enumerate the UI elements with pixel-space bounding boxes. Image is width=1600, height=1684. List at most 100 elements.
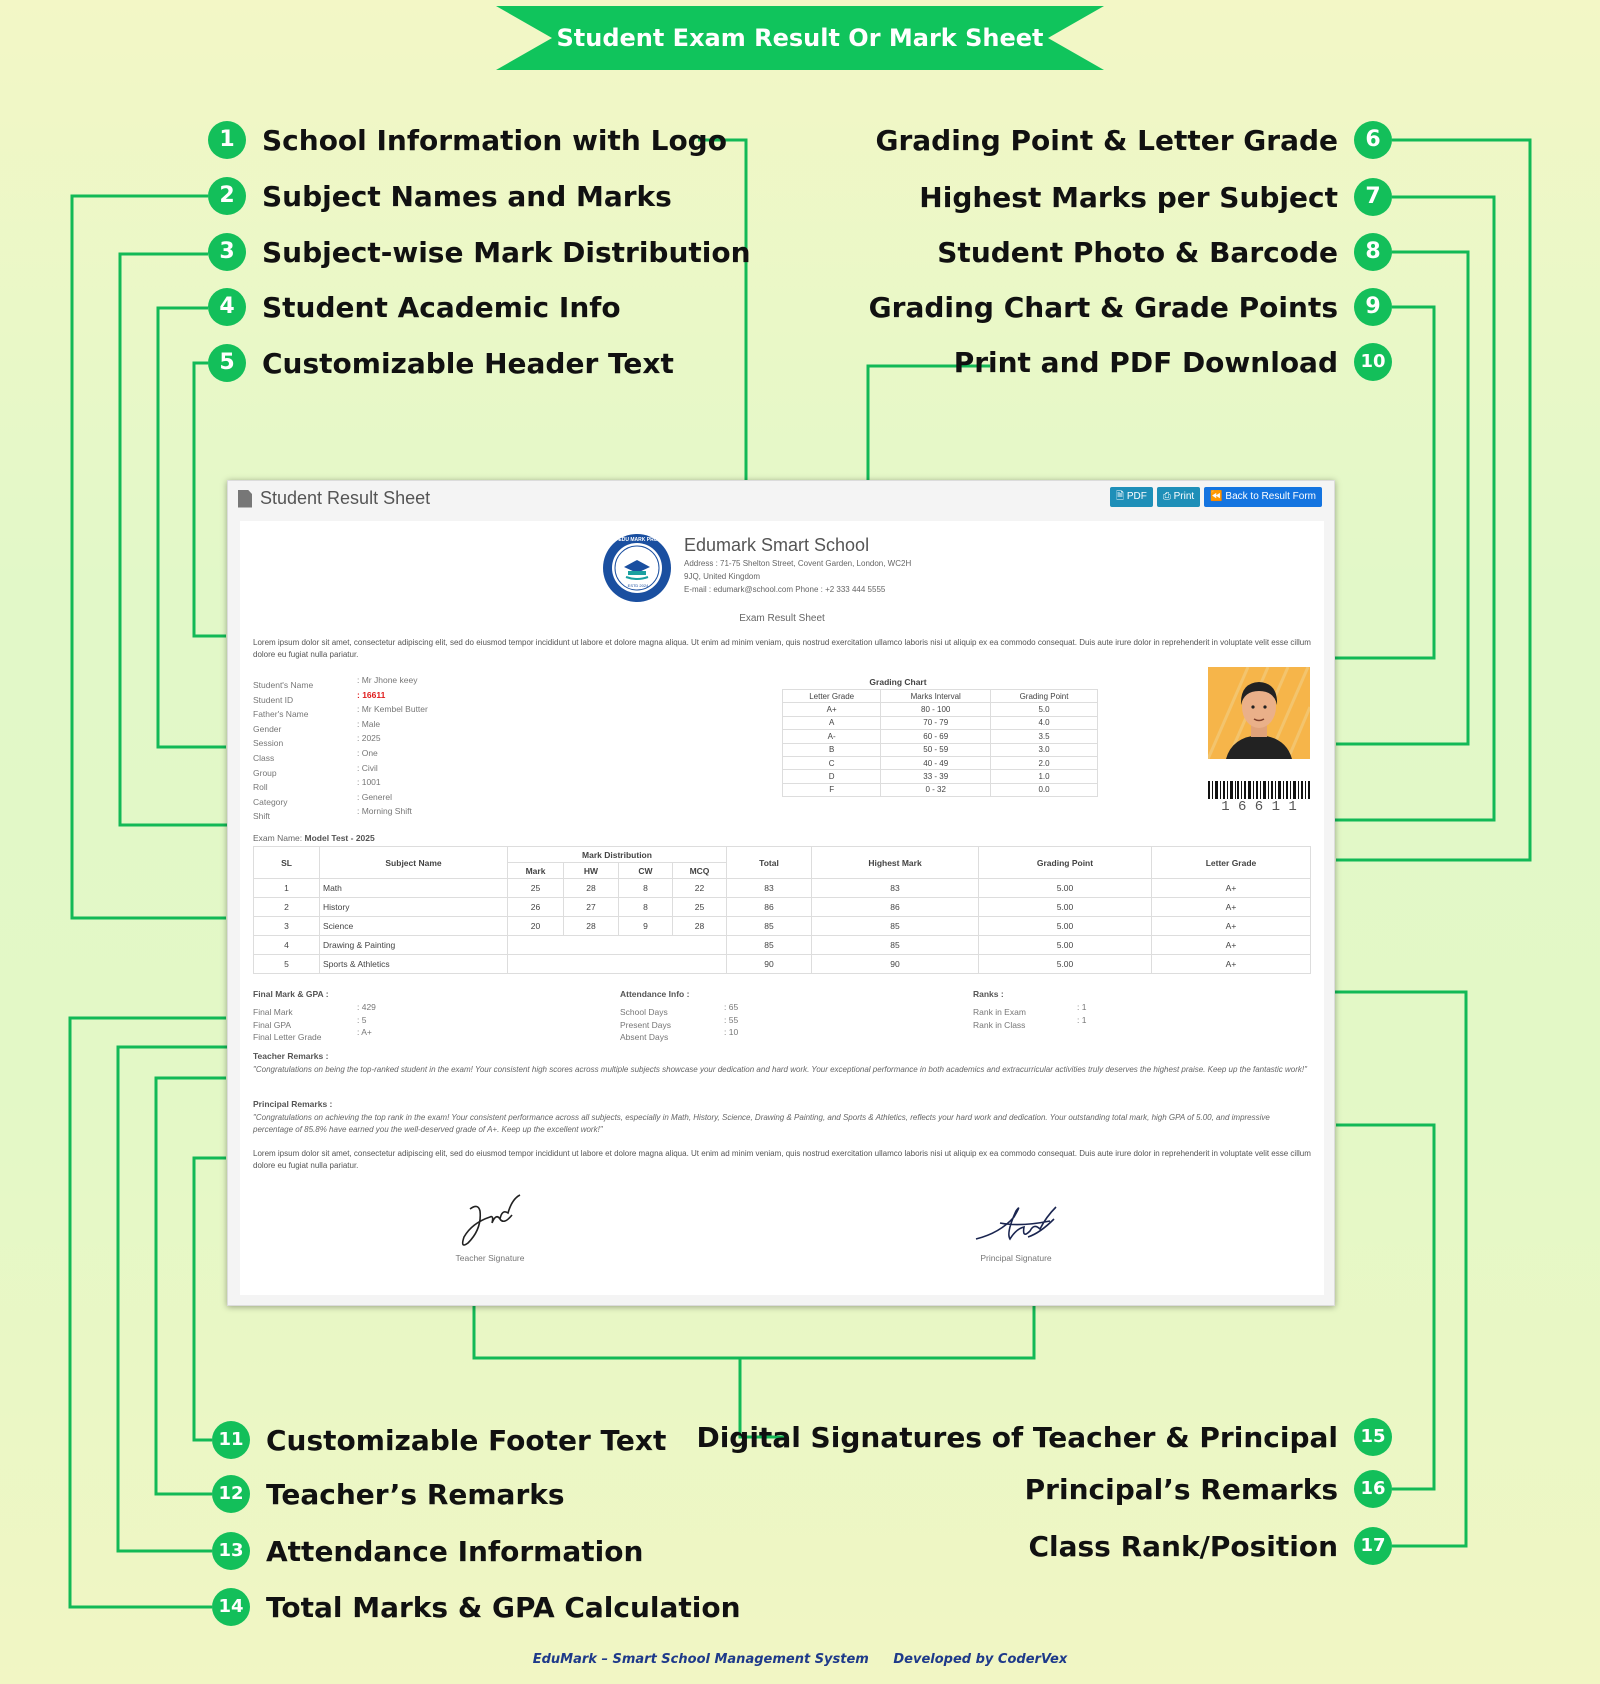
attendance-label: Absent Days <box>620 1032 669 1043</box>
info-label: Student ID <box>253 694 294 705</box>
info-value: : 2025 <box>357 733 381 744</box>
mcq-cell: 22 <box>672 878 727 898</box>
mark-subheader: Mark <box>507 862 564 879</box>
mark-cell: 26 <box>507 897 564 917</box>
grading-cell: 0.0 <box>990 782 1098 798</box>
title-banner: Student Exam Result Or Mark Sheet <box>496 6 1104 70</box>
school-contact: E-mail : edumark@school.com Phone : +2 3… <box>684 585 886 594</box>
attendance-value: : 10 <box>724 1027 739 1038</box>
feature-11: 11 Customizable Footer Text <box>212 1420 666 1460</box>
info-label: Category <box>253 796 288 807</box>
attendance-label: School Days <box>620 1007 668 1017</box>
final-mark-gpa: Final Mark & GPA : Final Mark: 429 Final… <box>253 989 493 1043</box>
connector-8 <box>1336 250 1470 746</box>
school-logo <box>603 534 671 602</box>
lg-cell: A+ <box>1151 878 1311 898</box>
feature-6-number: 6 <box>1354 121 1392 159</box>
connector-15 <box>472 1306 1036 1439</box>
feature-1: 1 School Information with Logo <box>208 120 727 160</box>
feature-11-number: 11 <box>212 1421 250 1459</box>
feature-16-number: 16 <box>1354 1470 1392 1508</box>
feature-1-label: School Information with Logo <box>262 123 727 157</box>
logo-year: ESTD 2024 <box>627 583 649 588</box>
footer-text: Lorem ipsum dolor sit amet, consectetur … <box>253 1149 1311 1170</box>
attendance-info: Attendance Info : School Days: 65 Presen… <box>620 989 860 1043</box>
pdf-button[interactable]: 🗎 PDF <box>1110 487 1153 507</box>
info-row: Roll : 1001 <box>253 777 553 792</box>
info-value: : One <box>357 747 378 758</box>
info-row: Session: 2025 <box>253 733 553 748</box>
grading-chart-title: Grading Chart <box>869 677 927 687</box>
grading-cell: C <box>781 755 882 771</box>
info-label: Roll <box>253 782 268 793</box>
header-text: Lorem ipsum dolor sit amet, consectetur … <box>253 638 1311 659</box>
final-label: Final Letter Grade <box>253 1032 322 1043</box>
sl-cell: 1 <box>253 878 320 898</box>
final-row: Final Mark: 429 <box>253 1002 493 1017</box>
info-value: : Morning Shift <box>357 806 412 817</box>
gp-cell: 5.00 <box>978 935 1152 955</box>
footer-developer: Developed by CoderVex <box>893 1652 1068 1667</box>
footer-product: EduMark – Smart School Management System <box>532 1652 869 1667</box>
feature-6: 6 Grading Point & Letter Grade <box>875 120 1392 160</box>
teacher-remarks: "Congratulations on being the top-ranked… <box>253 1065 1307 1074</box>
school-name: Edumark Smart School <box>684 535 870 555</box>
mcq-cell: 28 <box>672 916 727 936</box>
feature-12-number: 12 <box>212 1475 250 1513</box>
info-value: : Male <box>357 718 381 729</box>
subject-cell: Math <box>319 878 508 898</box>
table-row: 2 History 26 27 8 25 86 86 5.00 A+ <box>253 897 1311 917</box>
attendance-title: Attendance Info : <box>620 989 690 999</box>
connector-6 <box>1336 138 1532 862</box>
info-label: Group <box>253 767 277 778</box>
mark-cell: 25 <box>507 878 564 898</box>
sl-cell: 5 <box>253 954 320 974</box>
feature-9-number: 9 <box>1354 288 1392 326</box>
panel-title: Student Result Sheet <box>260 488 431 508</box>
info-row: Group: Civil <box>253 763 553 778</box>
rank-row: Rank in Exam: 1 <box>973 1002 1213 1017</box>
feature-9-label: Grading Chart & Grade Points <box>868 290 1338 324</box>
feature-4: 4 Student Academic Info <box>208 287 621 327</box>
back-to-result-form-button[interactable]: ⏪ Back to Result Form <box>1204 487 1322 507</box>
final-title: Final Mark & GPA : <box>253 989 329 999</box>
final-label: Final GPA <box>253 1019 292 1030</box>
rank-value: : 1 <box>1077 1002 1087 1012</box>
info-row: Category: Generel <box>253 792 553 807</box>
distribution-empty-cell <box>507 935 727 955</box>
sl-cell: 3 <box>253 916 320 936</box>
grading-cell: 50 - 59 <box>880 742 992 757</box>
pdf-button-label: PDF <box>1126 491 1147 502</box>
total-cell: 90 <box>726 954 812 974</box>
attendance-value: : 55 <box>724 1014 739 1025</box>
logo-title: EDU MARK PRO <box>618 537 658 543</box>
grading-cell: 80 - 100 <box>880 702 992 717</box>
highest-cell: 86 <box>811 897 979 917</box>
distribution-empty-cell <box>507 954 727 974</box>
grading-cell: 5.0 <box>990 702 1098 717</box>
print-button[interactable]: ⎙ Print <box>1156 487 1201 507</box>
info-value: : 1001 <box>357 777 381 788</box>
grading-cell: 40 - 49 <box>880 755 992 771</box>
attendance-row: School Days: 65 <box>620 1002 860 1017</box>
subject-cell: Science <box>319 916 508 936</box>
subject-cell: History <box>319 897 508 917</box>
grading-point-header: Grading Point <box>978 846 1152 879</box>
sl-header: SL <box>253 846 320 879</box>
attendance-row: Present Days: 55 <box>620 1014 860 1030</box>
grading-cell: 70 - 79 <box>880 715 992 731</box>
grading-cell: A- <box>781 729 882 744</box>
connector-16 <box>1336 1123 1436 1491</box>
feature-15: 15 Digital Signatures of Teacher & Princ… <box>696 1417 1392 1457</box>
panel-actions: 🗎 PDF ⎙ Print ⏪ Back to Result Form <box>1110 487 1322 507</box>
feature-3-number: 3 <box>208 233 246 271</box>
principal-signature-image <box>975 1206 1057 1241</box>
school-address-line2: 9JQ, United Kingdom <box>684 572 761 581</box>
ranks-title: Ranks : <box>973 989 1004 999</box>
feature-16-label: Principal’s Remarks <box>1024 1472 1338 1506</box>
mcq-subheader: MCQ <box>672 862 727 879</box>
